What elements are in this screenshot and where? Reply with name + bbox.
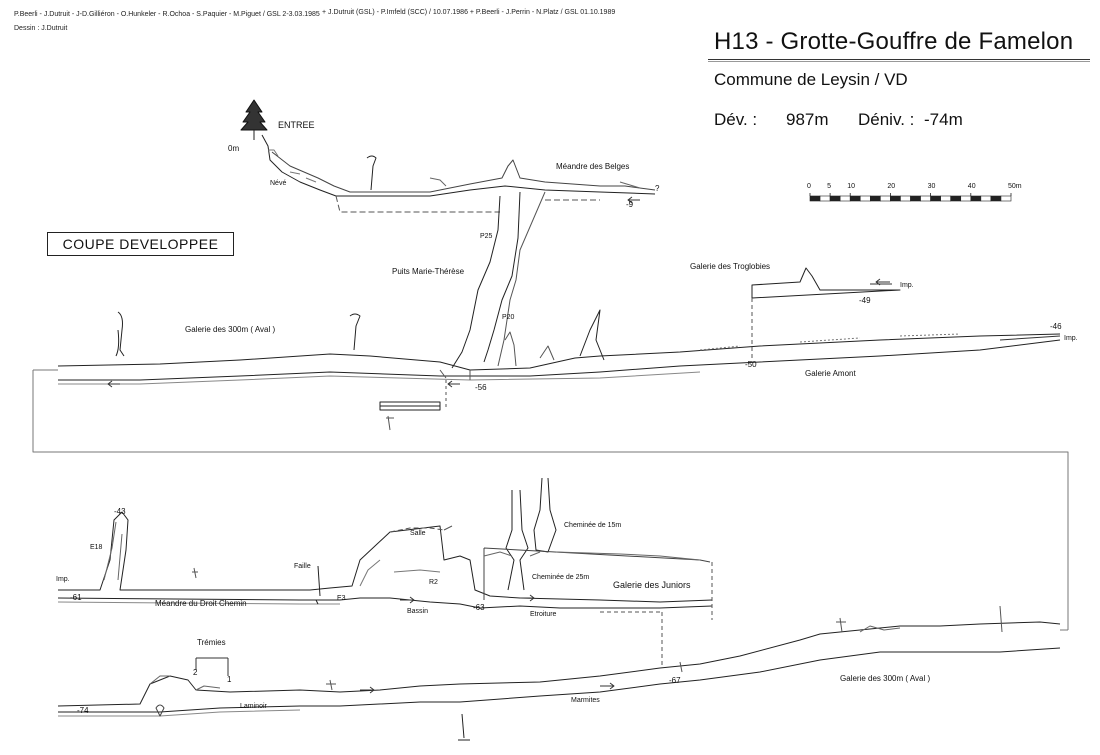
- survey-credits-continued: + J.Dutruit (GSL) - P.Imfeld (SCC) / 10.…: [322, 9, 616, 16]
- development-label: Dév. :: [714, 110, 758, 129]
- section-connector: [32, 370, 1069, 630]
- unknown-continuation-label: ?: [655, 184, 660, 193]
- commune-label: Commune de Leysin / VD: [714, 70, 908, 89]
- meandre-belges-label: Méandre des Belges: [556, 162, 630, 171]
- scale-segment: [819, 195, 831, 202]
- depth-zero-label: 0m: [228, 144, 240, 153]
- scale-segment: [910, 195, 921, 202]
- impasse-troglobies-label: Imp.: [900, 282, 914, 289]
- tremie-1-label: 1: [227, 675, 232, 684]
- e18-label: E18: [90, 544, 103, 551]
- galerie-300m-upper: [57, 333, 1061, 371]
- scale-segment: [880, 195, 891, 202]
- meandre-droit-chemin-label: Méandre du Droit Chemin: [155, 599, 247, 608]
- scale-tick-label: 40: [967, 183, 976, 190]
- scale-segment: [970, 195, 982, 202]
- p25-label: P25: [480, 233, 493, 240]
- faille-label: Faille: [294, 563, 311, 570]
- depth-m74-label: -74: [77, 706, 89, 715]
- galerie-juniors-label: Galerie des Juniors: [613, 580, 691, 590]
- galerie-300m-lower: [57, 621, 1061, 707]
- galerie-300m-aval-label: Galerie des 300m ( Aval ): [185, 325, 276, 334]
- development-value: 987m: [786, 110, 829, 129]
- depth-m50-label: -50: [745, 360, 757, 369]
- scale-segment: [930, 195, 941, 202]
- depth-m67-label: -67: [669, 676, 681, 685]
- depth-m46-label: -46: [1050, 322, 1062, 331]
- scale-tick-label: 10: [847, 183, 855, 190]
- bassin-label: Bassin: [407, 608, 429, 615]
- galerie-troglobies: [751, 267, 901, 299]
- cave-title: H13 - Grotte-Gouffre de Famelon: [714, 28, 1074, 55]
- marmites-label: Marmites: [571, 697, 600, 704]
- title-underline: [708, 59, 1090, 62]
- denivellation-label: Déniv. :: [858, 110, 915, 129]
- scale-segment: [950, 195, 962, 202]
- puits-marie-therese-label: Puits Marie-Thérèse: [392, 267, 465, 276]
- p20-label: P20: [502, 314, 515, 321]
- scale-segment: [869, 195, 881, 202]
- depth-m43-label: -43: [114, 507, 126, 516]
- impasse-right-label: Imp.: [1064, 335, 1078, 342]
- scale-segment: [940, 195, 952, 202]
- survey-credits: P.Beerli - J.Dutruit - J-D.Gilliéron - O…: [14, 11, 320, 18]
- tremies-label: Trémies: [197, 638, 226, 647]
- scale-segment: [890, 195, 901, 202]
- galerie-300m-aval-lower-label: Galerie des 300m ( Aval ): [840, 674, 931, 683]
- depth-m56-label: -56: [475, 383, 487, 392]
- tremie-2-label: 2: [193, 668, 198, 677]
- scale-segment: [859, 195, 871, 202]
- scale-tick-label: 0: [807, 183, 811, 190]
- stalactite-symbol: [366, 155, 377, 191]
- galerie-troglobies-label: Galerie des Troglobies: [690, 262, 771, 271]
- scale-segment: [900, 195, 911, 202]
- e3-label: E3: [337, 595, 346, 602]
- puits-marie-therese: [451, 191, 521, 369]
- depth-m63-label: -63: [473, 603, 485, 612]
- section-type-box: COUPE DEVELOPPEE: [47, 232, 234, 256]
- entrance-label: ENTREE: [278, 120, 315, 130]
- cheminee-25m: [505, 489, 529, 591]
- tree-icon: [240, 99, 268, 140]
- scale-segment: [1000, 195, 1012, 202]
- scale-segment: [990, 195, 1002, 202]
- cheminee-15m-label: Cheminée de 15m: [564, 522, 622, 529]
- scale-bar: [809, 193, 1012, 202]
- salle-label: Salle: [410, 530, 426, 537]
- depth-m61-label: -61: [70, 593, 82, 602]
- scale-segment: [809, 195, 821, 202]
- scale-segment: [839, 195, 851, 202]
- scale-tick-label: 50m: [1008, 183, 1022, 190]
- impasse-left-label: Imp.: [56, 576, 70, 583]
- galerie-amont-label: Galerie Amont: [805, 369, 856, 378]
- meandre-droit-chemin: [58, 511, 713, 603]
- tremies-bracket: [195, 657, 229, 676]
- scale-segment: [849, 195, 861, 202]
- neve-label: Névé: [270, 180, 287, 187]
- depth-m49-label: -49: [859, 296, 871, 305]
- depth-m9-label: -9: [626, 200, 634, 209]
- r2-label: R2: [429, 579, 438, 586]
- cheminee-25m-label: Cheminée de 25m: [532, 574, 590, 581]
- scale-segment: [960, 195, 972, 202]
- scale-segment: [980, 195, 992, 202]
- scale-tick-label: 5: [827, 183, 831, 190]
- denivellation-value: -74m: [924, 110, 963, 129]
- scale-segment: [920, 195, 931, 202]
- etroiture-label: Etroiture: [530, 611, 557, 618]
- laminoir-label: Laminoir: [240, 703, 267, 710]
- cheminee-15m: [533, 477, 557, 553]
- drawing-credit: Dessin : J.Dutruit: [14, 25, 68, 32]
- scale-tick-label: 20: [887, 183, 896, 190]
- scale-tick-label: 30: [927, 183, 936, 190]
- scale-segment: [829, 195, 841, 202]
